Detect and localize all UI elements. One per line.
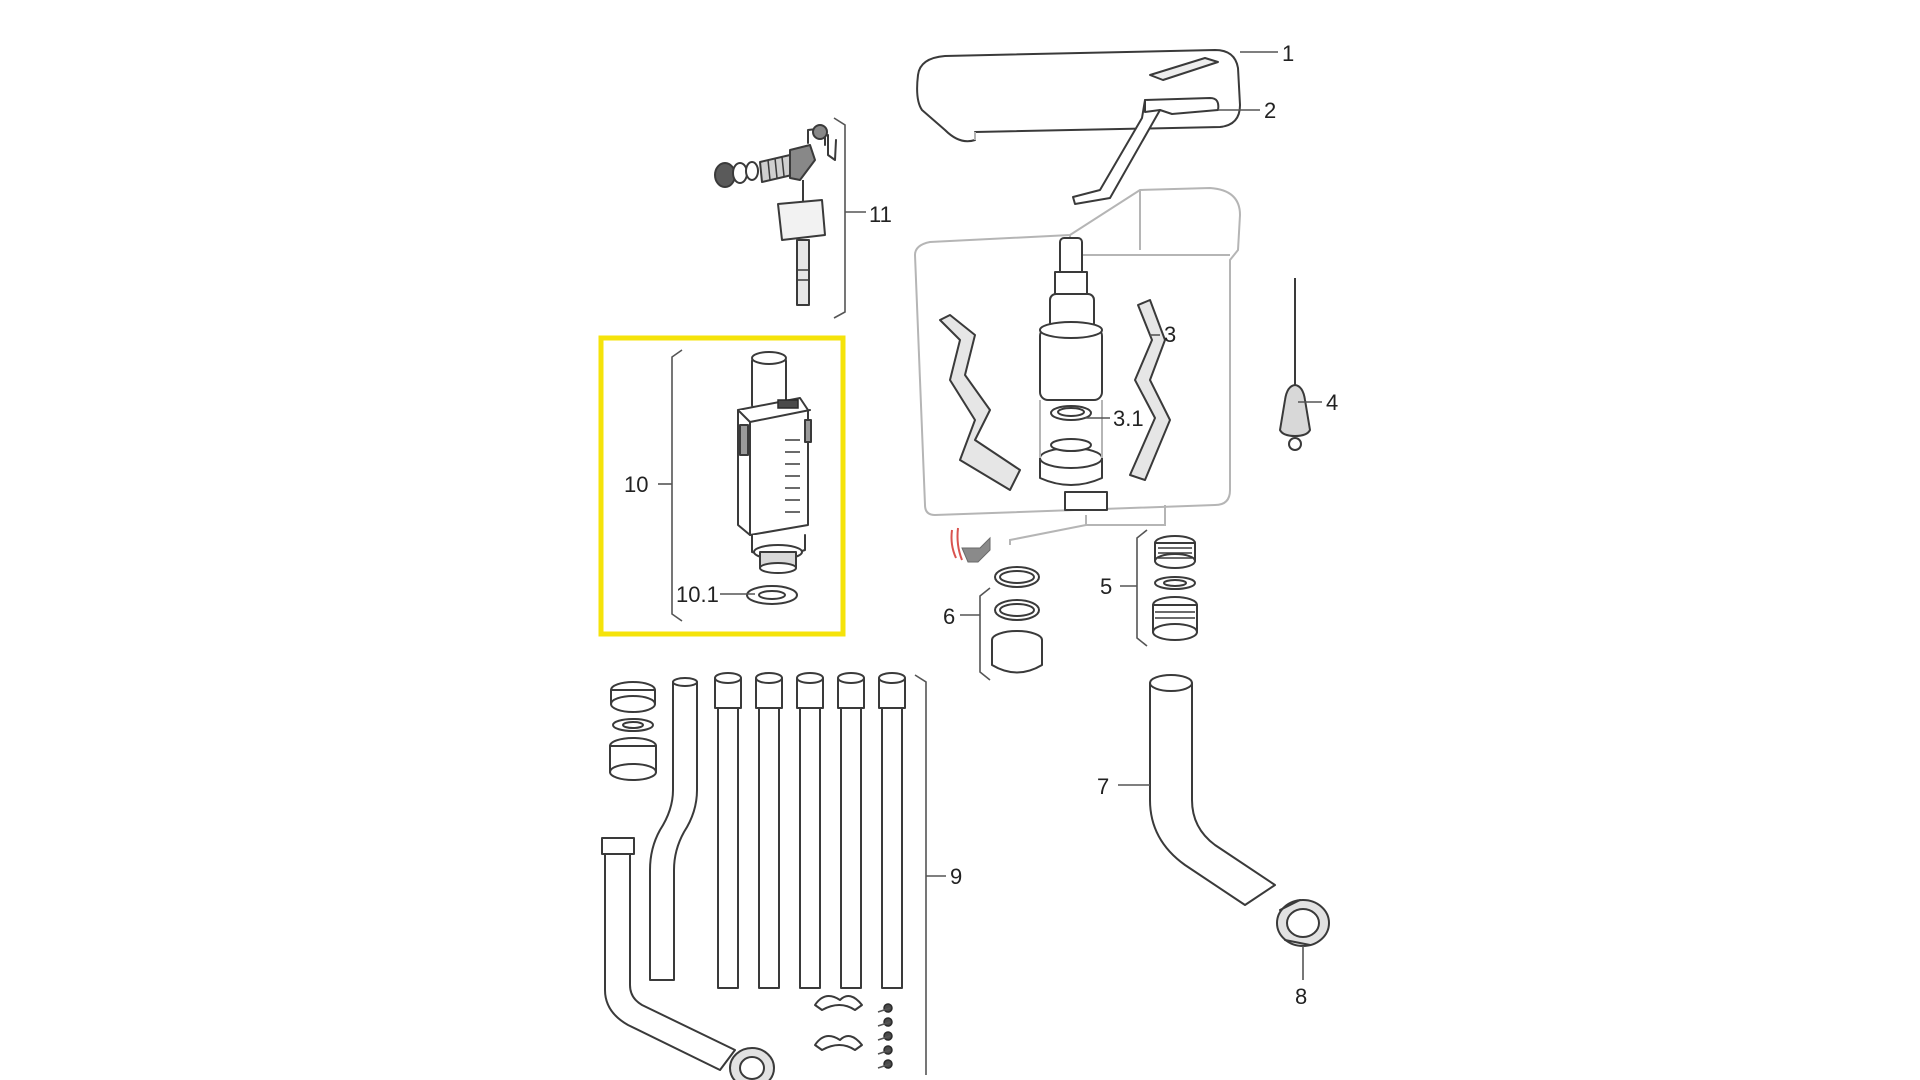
callout-10: 10 xyxy=(624,472,648,497)
part-2-lever xyxy=(1072,97,1220,205)
callout-3: 3 xyxy=(1164,322,1176,347)
callout-labels: 1 2 3 3.1 4 5 6 7 8 9 10 10.1 11 xyxy=(624,41,1338,1009)
part-6-seals xyxy=(950,527,1043,674)
part-9-pipe-set xyxy=(601,672,906,1080)
callout-3-1: 3.1 xyxy=(1113,406,1144,431)
callout-6: 6 xyxy=(943,604,955,629)
part-10-flush-valve xyxy=(737,351,812,574)
callout-4: 4 xyxy=(1326,390,1338,415)
part-5-coupling-set xyxy=(1152,535,1198,641)
part-1-cover xyxy=(916,49,1241,143)
part-11-fill-valve xyxy=(714,124,837,306)
highlight-box xyxy=(598,335,846,637)
straight-pipes xyxy=(714,672,906,989)
callout-2: 2 xyxy=(1264,98,1276,123)
bracket-lines xyxy=(658,51,1322,1075)
callout-8: 8 xyxy=(1295,984,1307,1009)
part-8-connector xyxy=(1276,899,1330,947)
callout-7: 7 xyxy=(1097,774,1109,799)
screws xyxy=(877,1003,893,1069)
part-4-pull-handle xyxy=(1279,278,1311,451)
callout-5: 5 xyxy=(1100,574,1112,599)
part-3-cistern xyxy=(913,186,1242,517)
outlet-guide-lines xyxy=(1009,505,1166,545)
part-7-flush-bend xyxy=(1149,674,1276,906)
callout-9: 9 xyxy=(950,864,962,889)
callout-1: 1 xyxy=(1282,41,1294,66)
callout-10-1: 10.1 xyxy=(676,582,719,607)
part-10-1-seal xyxy=(746,585,798,605)
callout-11: 11 xyxy=(869,202,892,227)
